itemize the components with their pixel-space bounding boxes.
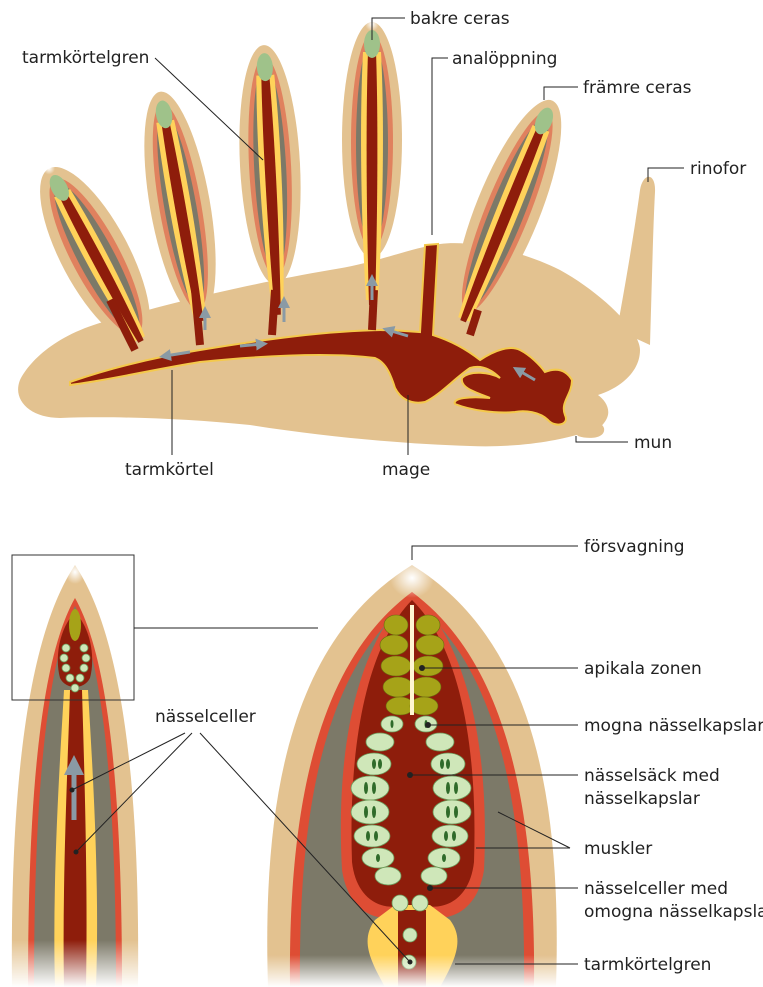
gland-branch-2 xyxy=(195,290,200,345)
label-analoppning: analöppning xyxy=(452,49,557,69)
large-ceras-tip xyxy=(260,558,570,987)
label-mogna-nasselkapslar: mogna nässelkapslar xyxy=(584,716,763,736)
label-framre-ceras: främre ceras xyxy=(583,78,692,98)
label-nasselsack-2: nässelkapslar xyxy=(584,789,700,809)
label-nasselceller: nässelceller xyxy=(155,707,256,727)
label-apikala-zonen: apikala zonen xyxy=(584,659,702,679)
label-muskler: muskler xyxy=(584,839,652,859)
small-ceras-fade xyxy=(0,940,150,987)
label-nasselsack-1: nässelsäck med xyxy=(584,766,720,786)
label-mun: mun xyxy=(634,433,672,453)
label-mage: mage xyxy=(382,460,430,480)
label-tarmkortelgren-bottom: tarmkörtelgren xyxy=(584,955,711,975)
small-ceras-apical xyxy=(69,609,81,641)
tip-glow xyxy=(390,558,434,598)
ceras-3 xyxy=(234,44,308,317)
label-nasselceller-med-1: nässelceller med xyxy=(584,879,728,899)
flow-arrow-icon xyxy=(240,344,262,346)
label-bakre-ceras: bakre ceras xyxy=(410,9,510,29)
label-forsvagning: försvagning xyxy=(584,537,685,557)
label-nasselceller-med-2: omogna nässelkapslar xyxy=(584,902,763,922)
label-tarmkortel: tarmkörtel xyxy=(125,460,214,480)
label-tarmkortelgren-top: tarmkörtelgren xyxy=(22,48,149,68)
gland-branch-3 xyxy=(272,290,275,335)
label-rinofor: rinofor xyxy=(690,159,746,179)
large-ceras-fade xyxy=(260,955,570,987)
small-ceras-tip-glow xyxy=(65,560,85,584)
